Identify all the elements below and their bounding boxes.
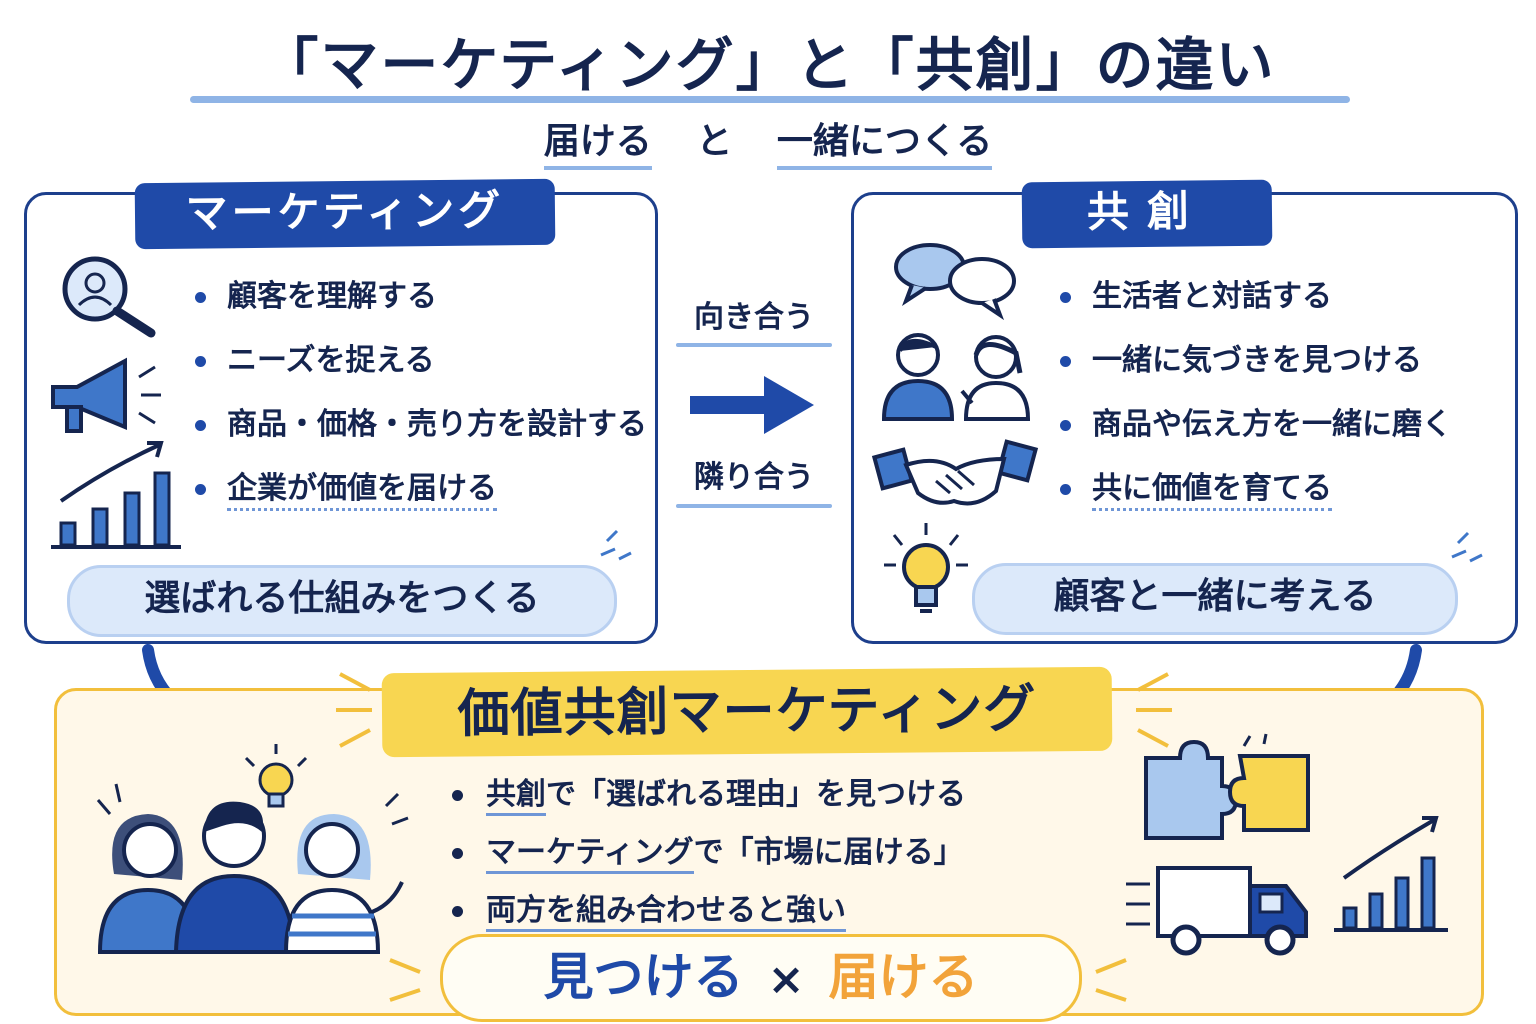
times-sign: ×	[767, 954, 805, 1005]
two-people-talking-icon	[881, 333, 1031, 421]
page-title: 「マーケティング」と「共創」の違い	[260, 31, 1276, 99]
list-item: 共創で「選ばれる理由」を見つける	[452, 766, 966, 824]
list-item: 商品や伝え方を一緒に磨く	[1060, 393, 1452, 457]
cocreation-heading: 共創	[1021, 179, 1273, 249]
list-item: 顧客を理解する	[195, 265, 647, 329]
team-icon	[96, 744, 409, 954]
side-by-side-underline	[676, 504, 832, 508]
value-cocreation-heading: 価値共創マーケティング	[381, 666, 1113, 758]
heading-rays-icon	[1136, 672, 1172, 748]
marketing-heading: マーケティング	[134, 178, 556, 250]
list-item: 一緒に気づきを見つける	[1060, 329, 1452, 393]
list-item: ニーズを捉える	[195, 329, 647, 393]
subtitle: 届ける と 一緒につくる	[0, 112, 1536, 170]
cocreation-summary: 顧客と一緒に考える	[972, 563, 1458, 635]
delivery-truck-icon	[1126, 866, 1308, 956]
title-underline	[190, 96, 1350, 103]
cocreation-panel: 共創 生活者と対話する 一緒に気づきを見つける 商品や伝え方を一緒に磨く 共に価…	[851, 179, 1518, 644]
growth-chart-icon	[51, 441, 181, 549]
value-cocreation-list: 共創で「選ばれる理由」を見つける マーケティングで「市場に届ける」 両方を組み合…	[452, 766, 966, 940]
marketing-panel: マーケティング 顧客を理解する ニーズを捉える 商品・価格・売り方を設計する 企…	[24, 178, 658, 644]
subtitle-cocreate: 一緒につくる	[776, 112, 993, 170]
find-label: 見つける	[543, 948, 744, 1006]
lightbulb-icon	[884, 523, 968, 613]
megaphone-icon	[51, 357, 161, 433]
arrow-right-icon	[690, 376, 814, 434]
list-item: 両方を組み合わせると強い	[452, 882, 966, 940]
marketing-list: 顧客を理解する ニーズを捉える 商品・価格・売り方を設計する 企業が価値を届ける	[195, 265, 647, 521]
side-by-side-label: 隣り合う	[694, 460, 814, 495]
face-each-other-label: 向き合う	[694, 300, 814, 335]
list-item: 企業が価値を届ける	[195, 457, 647, 521]
growth-chart-icon	[1334, 816, 1448, 932]
pill-rays-icon	[389, 958, 421, 1002]
list-item: 共に価値を育てる	[1060, 457, 1452, 521]
subtitle-and: と	[696, 121, 733, 162]
sparkle-icon	[1451, 531, 1483, 563]
face-each-other-underline	[676, 343, 832, 347]
list-item: 生活者と対話する	[1060, 265, 1452, 329]
pill-rays-icon	[1095, 958, 1127, 1002]
list-item: 商品・価格・売り方を設計する	[195, 393, 647, 457]
cocreation-list: 生活者と対話する 一緒に気づきを見つける 商品や伝え方を一緒に磨く 共に価値を育…	[1060, 265, 1452, 521]
marketing-summary: 選ばれる仕組みをつくる	[67, 565, 617, 637]
subtitle-deliver: 届ける	[543, 112, 652, 170]
magnifier-person-icon	[62, 256, 156, 338]
list-item: マーケティングで「市場に届ける」	[452, 824, 966, 882]
sparkle-icon	[600, 529, 632, 561]
heading-rays-icon	[336, 672, 372, 748]
deliver-label: 届ける	[828, 948, 979, 1006]
handshake-icon	[871, 439, 1039, 506]
puzzle-icon	[1144, 733, 1310, 840]
speech-bubbles-icon	[894, 243, 1016, 321]
find-times-deliver: 見つける × 届ける	[440, 934, 1082, 1022]
